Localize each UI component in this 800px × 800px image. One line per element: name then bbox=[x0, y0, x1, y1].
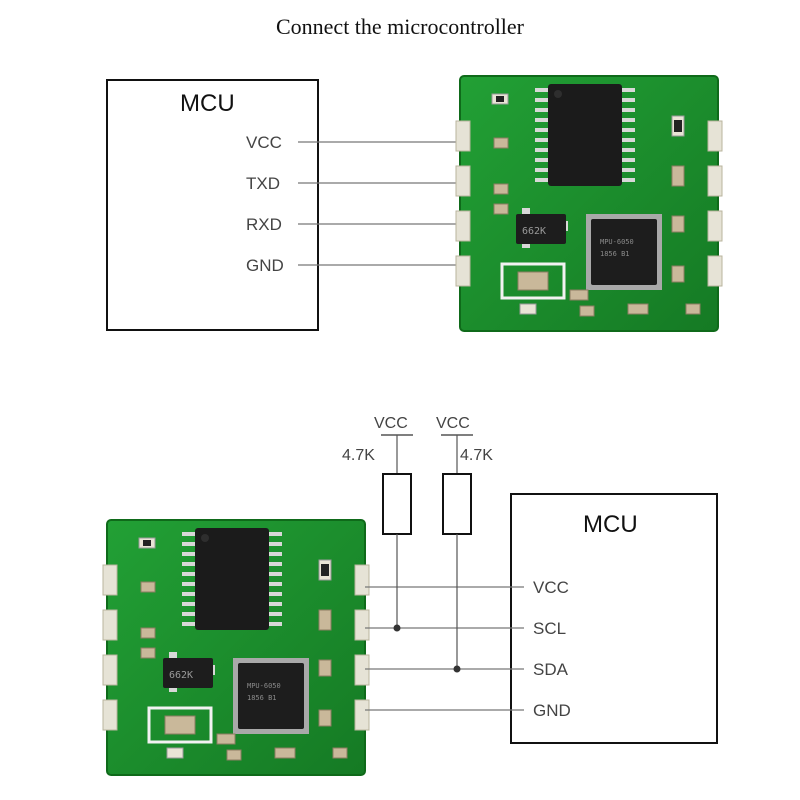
sda-junction-dot bbox=[453, 665, 461, 673]
i2c-pin-vcc-label: VCC bbox=[533, 578, 569, 597]
i2c-sensor-module bbox=[101, 518, 371, 777]
pullup-sda-value-label: 4.7K bbox=[460, 447, 493, 464]
uart-sensor-module bbox=[454, 74, 724, 333]
pullup-scl-value-label: 4.7K bbox=[342, 447, 375, 464]
uart-section: MCU VCC TXD RXD GND bbox=[106, 74, 724, 333]
i2c-pin-sda-label: SDA bbox=[533, 660, 569, 679]
scl-junction-dot bbox=[393, 624, 401, 632]
pullup-sda-supply-label: VCC bbox=[436, 415, 470, 432]
resistor-body-2 bbox=[442, 473, 472, 535]
diagram-title: Connect the microcontroller bbox=[275, 14, 525, 39]
pullup-resistor-scl: VCC 4.7K bbox=[342, 415, 413, 632]
uart-pin-txd-label: TXD bbox=[246, 174, 280, 193]
uart-pin-vcc-label: VCC bbox=[246, 133, 282, 152]
uart-pin-rxd-label: RXD bbox=[246, 215, 282, 234]
i2c-mcu-label: MCU bbox=[583, 511, 638, 538]
uart-mcu-label: MCU bbox=[180, 90, 235, 117]
i2c-section: MCU VCC SCL SDA GND VCC 4.7K VCC 4.7K bbox=[101, 415, 718, 777]
pullup-resistor-sda: VCC 4.7K bbox=[436, 415, 493, 673]
uart-pin-gnd-label: GND bbox=[246, 256, 284, 275]
uart-mcu-box bbox=[106, 79, 319, 331]
resistor-body-1 bbox=[382, 473, 412, 535]
i2c-pin-scl-label: SCL bbox=[533, 619, 566, 638]
i2c-mcu-box bbox=[510, 493, 718, 744]
i2c-pin-gnd-label: GND bbox=[533, 701, 571, 720]
pullup-scl-supply-label: VCC bbox=[374, 415, 408, 432]
